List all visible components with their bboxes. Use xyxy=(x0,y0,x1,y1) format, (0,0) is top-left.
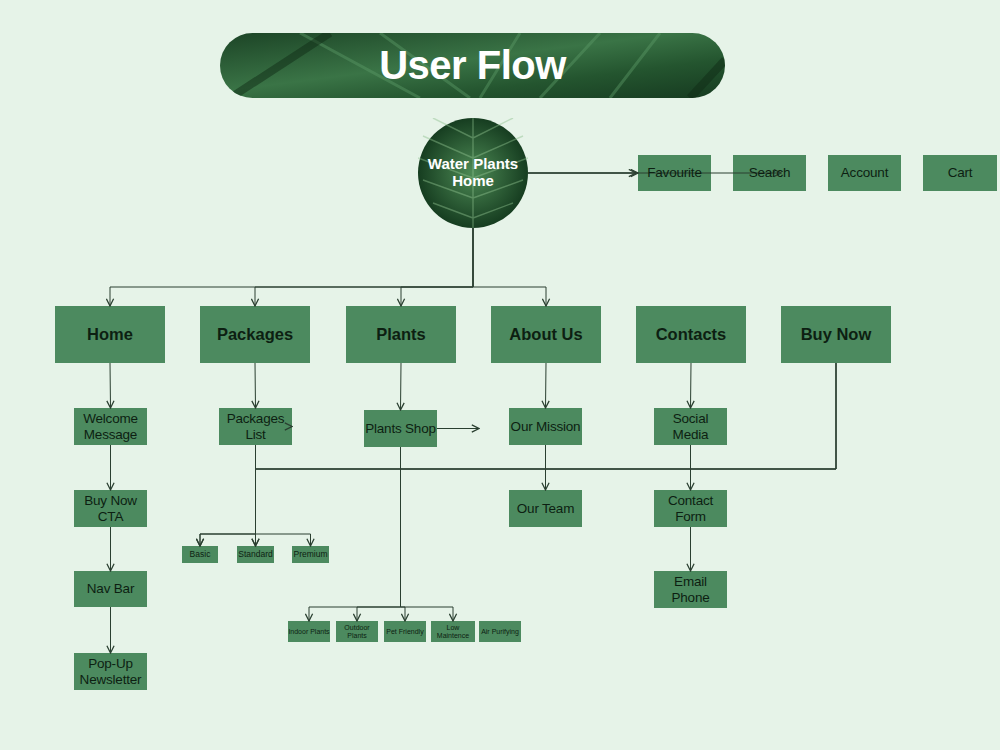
category-box: Indoor Plants xyxy=(288,621,330,642)
node-label: Social Media xyxy=(654,411,727,441)
flow-connector xyxy=(110,363,112,408)
node-label: Favourite xyxy=(647,165,701,180)
node-label: Low Maintence xyxy=(431,624,475,640)
node-label: Plants xyxy=(376,325,426,343)
node-label: Buy Now xyxy=(801,325,872,343)
page-box: Buy Now xyxy=(781,306,891,363)
node-label: Contacts xyxy=(656,325,727,343)
category-box: Air Purifying xyxy=(479,621,521,642)
node-label: Nav Bar xyxy=(87,581,134,596)
node-label: Search xyxy=(749,165,791,180)
circle-fill xyxy=(418,118,528,228)
flow-connector xyxy=(110,445,111,490)
flow-connector xyxy=(256,363,837,546)
flow-connector xyxy=(309,447,401,621)
category-box: Low Maintence xyxy=(431,621,475,642)
page-box: Home xyxy=(55,306,165,363)
section-box: Social Media xyxy=(654,408,727,445)
flow-connector xyxy=(110,607,111,653)
node-label: Premium xyxy=(293,550,327,560)
flow-connector xyxy=(256,363,837,546)
section-box: Plants Shop xyxy=(364,410,437,447)
flow-connector xyxy=(400,363,402,410)
flow-connector xyxy=(690,445,691,490)
flow-connector xyxy=(690,527,691,571)
flow-connector xyxy=(255,445,256,546)
flow-connector xyxy=(200,445,256,546)
node-label: Welcome Message xyxy=(74,411,147,441)
flow-connector xyxy=(528,173,638,174)
home-circle: Water Plants Home xyxy=(418,118,528,228)
flow-connector xyxy=(255,228,473,306)
flow-connector xyxy=(437,428,479,429)
node-label: Indoor Plants xyxy=(288,628,329,636)
page-box: Contacts xyxy=(636,306,746,363)
section-box: Packages List xyxy=(219,408,292,445)
title-banner xyxy=(220,33,725,98)
node-label: Buy Now CTA xyxy=(74,493,147,523)
diagram-title: User Flow xyxy=(220,33,725,98)
section-box: Contact Form xyxy=(654,490,727,527)
flow-connector xyxy=(528,173,636,174)
node-label: Account xyxy=(841,165,888,180)
package-box: Basic xyxy=(182,546,218,563)
flow-connector xyxy=(357,447,401,621)
node-label: Our Team xyxy=(517,501,574,516)
flow-connector xyxy=(200,363,836,546)
node-label: Email Phone xyxy=(654,574,727,604)
node-label: Contact Form xyxy=(654,493,727,523)
flow-connector xyxy=(401,228,473,306)
category-box: Pet Friendly xyxy=(384,621,426,642)
node-label: Air Purifying xyxy=(481,628,519,636)
flow-connector xyxy=(473,228,546,306)
flow-connector xyxy=(528,173,781,174)
node-label: Pet Friendly xyxy=(386,628,423,636)
utility-box: Account xyxy=(828,155,901,191)
node-label: Our Mission xyxy=(511,419,581,434)
node-label: About Us xyxy=(509,325,582,343)
utility-box: Cart xyxy=(923,155,997,191)
flow-connector xyxy=(401,447,454,621)
flow-connector xyxy=(401,447,406,621)
section-box: Our Mission xyxy=(509,408,582,445)
flow-connector xyxy=(545,363,547,408)
node-label: Basic xyxy=(190,550,211,560)
node-label: Pop-Up Newsletter xyxy=(74,656,147,686)
page-box: About Us xyxy=(491,306,601,363)
node-label: Standard xyxy=(238,550,273,560)
utility-box: Favourite xyxy=(638,155,711,191)
category-box: Outdoor Plants xyxy=(336,621,378,642)
section-box: Email Phone xyxy=(654,571,727,608)
section-box: Our Team xyxy=(509,490,582,527)
node-label: Packages xyxy=(217,325,293,343)
flow-connector xyxy=(545,445,546,490)
flow-connector xyxy=(255,363,257,408)
page-box: Packages xyxy=(200,306,310,363)
node-label: Outdoor Plants xyxy=(336,624,378,640)
section-box: Pop-Up Newsletter xyxy=(74,653,147,690)
package-box: Standard xyxy=(237,546,274,563)
banner-fill xyxy=(220,33,725,98)
utility-box: Search xyxy=(733,155,806,191)
node-label: Home xyxy=(87,325,133,343)
section-box: Nav Bar xyxy=(74,571,147,607)
node-label: Plants Shop xyxy=(365,421,436,436)
section-box: Buy Now CTA xyxy=(74,490,147,527)
flow-connector xyxy=(110,527,111,571)
node-label: Cart xyxy=(948,165,973,180)
node-label: Packages List xyxy=(219,411,292,441)
flow-connector xyxy=(690,363,692,408)
node-label: Water Plants Home xyxy=(424,156,522,190)
leaf-vein xyxy=(418,118,528,228)
page-box: Plants xyxy=(346,306,456,363)
section-box: Welcome Message xyxy=(74,408,147,445)
flow-connector xyxy=(110,228,473,306)
package-box: Premium xyxy=(292,546,329,563)
